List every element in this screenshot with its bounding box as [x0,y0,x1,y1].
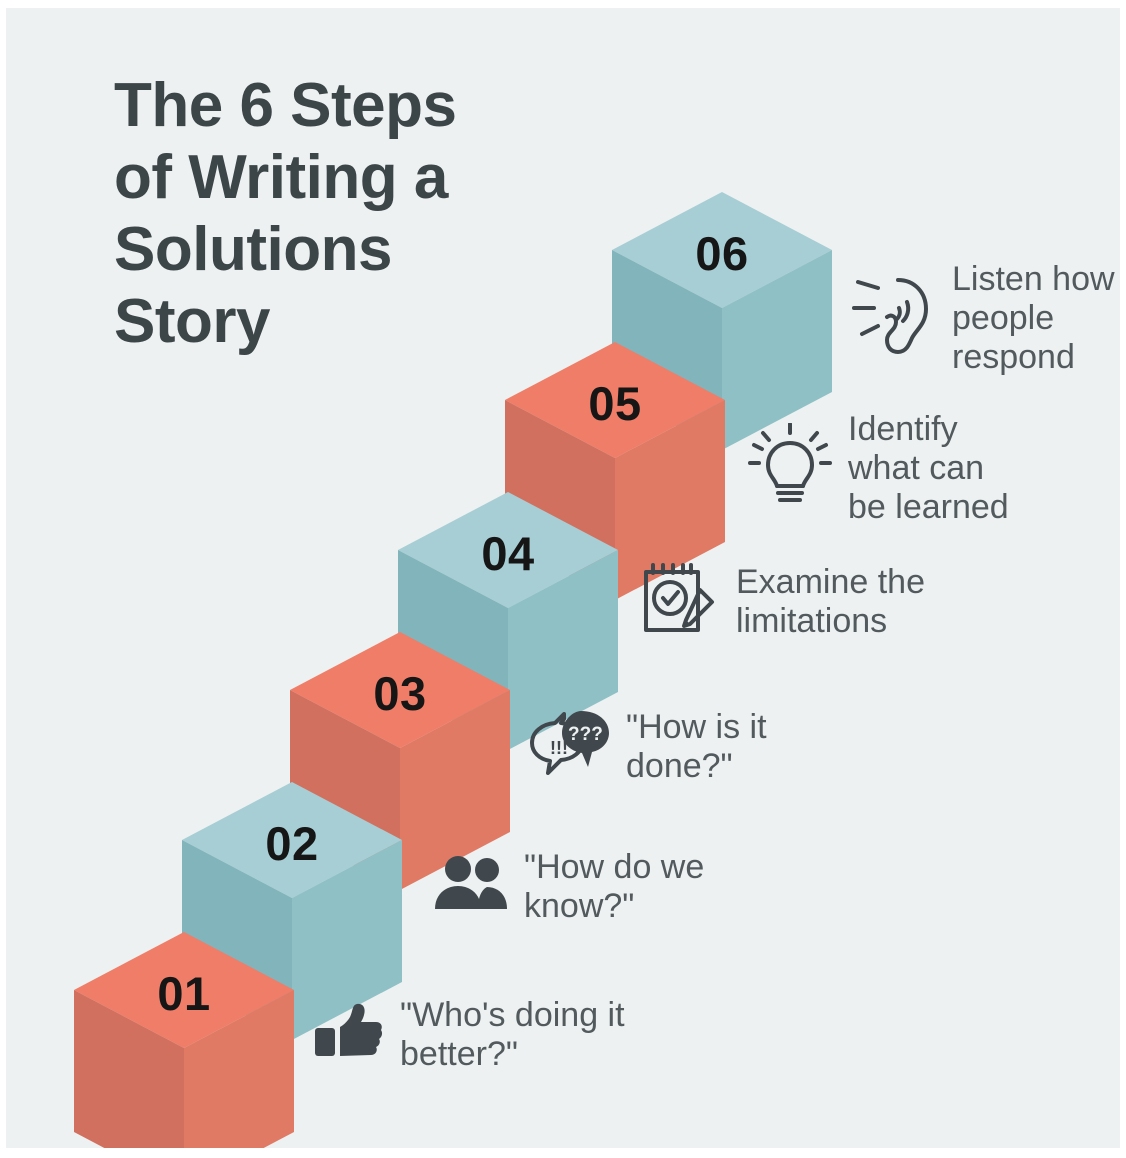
step-label-04[interactable]: Examine the limitations [640,560,925,643]
page-title: The 6 Steps of Writing a Solutions Story [114,71,457,356]
svg-text:!!!: !!! [550,738,568,758]
step-label-text-02: "How do we know?" [524,848,705,925]
thumbs-up-icon [312,1000,384,1069]
lightbulb-icon [748,421,832,514]
cube-shape-01 [74,932,294,1148]
step-label-01[interactable]: "Who's doing it better?" [312,996,625,1074]
step-label-02[interactable]: "How do we know?" [434,848,704,926]
step-label-text-05: Identify what can be learned [848,410,1009,526]
step-label-05[interactable]: Identify what can be learned [748,410,1009,526]
step-label-06[interactable]: Listen how people respond [852,260,1115,376]
speech-bubbles-icon: !!! ??? [528,709,610,784]
infographic-canvas: The 6 Steps of Writing a Solutions Story… [6,8,1120,1148]
people-icon [434,855,508,918]
step-label-text-04: Examine the limitations [736,562,925,640]
svg-text:???: ??? [568,724,603,745]
step-label-text-03: "How is it done?" [626,708,767,785]
step-label-03[interactable]: !!! ??? "How is it done?" [528,708,767,786]
notepad-check-pencil-icon [640,560,720,643]
ear-listen-icon [852,274,936,363]
step-cube-01[interactable]: 01 [74,932,294,1148]
step-label-text-06: Listen how people respond [952,260,1115,376]
step-label-text-01: "Who's doing it better?" [400,996,625,1073]
